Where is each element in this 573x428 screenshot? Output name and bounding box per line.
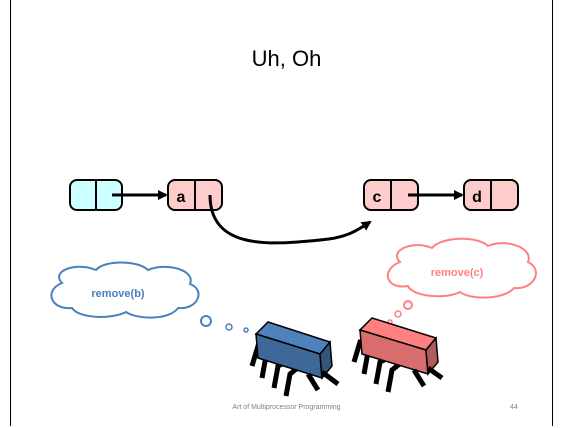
slide-frame xyxy=(10,0,553,426)
thought-bubble-dot xyxy=(243,327,249,333)
node-label-d: d xyxy=(472,189,482,206)
list-node-d: d xyxy=(463,179,519,211)
thought-text-left: remove(b) xyxy=(91,288,145,300)
thread-chip-right xyxy=(351,317,444,393)
node-label-c: c xyxy=(373,189,382,206)
thought-cloud-right: remove(c) xyxy=(386,237,537,299)
node-label-a: a xyxy=(177,189,186,206)
thought-bubble-dot xyxy=(200,315,212,327)
pointer-arrow-a-to-c xyxy=(208,194,372,245)
thought-bubble-dot xyxy=(394,310,402,318)
thought-bubble-dot xyxy=(403,300,413,310)
footer-title: Art of Multiprocessor Programming xyxy=(232,404,341,411)
thread-chip-left xyxy=(249,321,340,397)
list-node-a: a xyxy=(167,179,223,211)
slide-title: Uh, Oh xyxy=(251,46,322,71)
thought-text-right: remove(c) xyxy=(431,267,484,279)
page-number: 44 xyxy=(510,404,518,411)
thought-bubble-dot xyxy=(225,323,233,331)
thought-cloud-left: remove(b) xyxy=(50,261,200,319)
